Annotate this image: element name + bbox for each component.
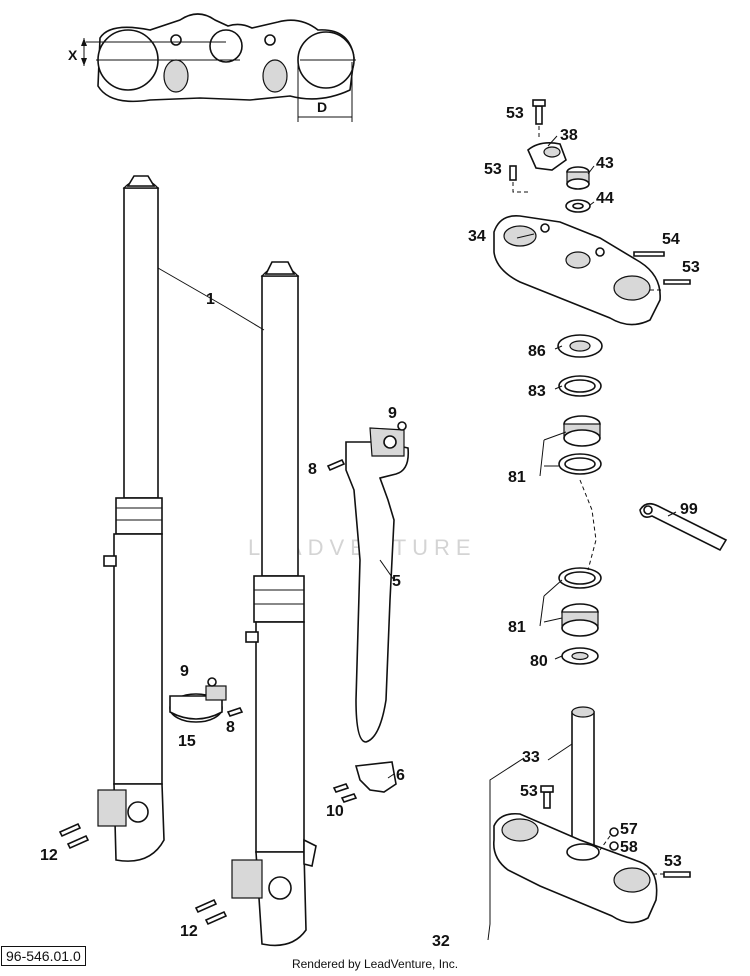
part-labels: 1 5 6 8 8 9 9 10 12 12 15 32 33 34 38 43… [40, 105, 700, 950]
fork-guard [345, 427, 410, 743]
label-34: 34 [468, 228, 486, 245]
spanner-tool-99 [639, 502, 728, 552]
label-1: 1 [206, 291, 215, 308]
label-8-upper: 8 [308, 461, 317, 478]
upper-triple-clamp [493, 215, 661, 326]
label-86: 86 [528, 343, 546, 360]
label-6: 6 [396, 767, 405, 784]
dimension-x-label: X [68, 47, 78, 63]
label-10: 10 [326, 803, 344, 820]
clamp-ring-15 [169, 685, 227, 723]
dimension-d-label: D [317, 99, 327, 115]
fork-leg-left [97, 175, 165, 862]
footer-credit: Rendered by LeadVenture, Inc. [291, 957, 459, 971]
leader-lines [157, 135, 677, 941]
label-54: 54 [662, 231, 680, 248]
label-43: 43 [596, 155, 614, 172]
triple-clamp-dimension-detail: X D [68, 13, 356, 122]
upper-bolts [509, 99, 691, 291]
label-53-top: 53 [506, 105, 524, 122]
label-12-right: 12 [180, 923, 198, 940]
label-12-left: 12 [40, 847, 58, 864]
label-53-lower: 53 [520, 783, 538, 800]
label-83: 83 [528, 383, 546, 400]
label-53-clamp: 53 [484, 161, 502, 178]
label-44: 44 [596, 190, 614, 207]
clamp-6 [354, 761, 397, 793]
fork-leg-right [231, 261, 317, 947]
diagram-id-label: 96-546.01.0 [1, 946, 86, 966]
label-81-lower: 81 [508, 619, 526, 636]
label-58: 58 [620, 839, 638, 856]
label-81-upper: 81 [508, 469, 526, 486]
label-38: 38 [560, 127, 578, 144]
label-9-upper: 9 [388, 405, 397, 422]
label-53-lower-right: 53 [664, 853, 682, 870]
washer-44 [565, 199, 591, 213]
label-80: 80 [530, 653, 548, 670]
label-33: 33 [522, 749, 540, 766]
label-53-upper-right: 53 [682, 259, 700, 276]
top-nut-43 [566, 166, 590, 190]
steering-bearing-stack [557, 334, 603, 665]
label-57: 57 [620, 821, 638, 838]
label-99: 99 [680, 501, 698, 518]
label-15: 15 [178, 733, 196, 750]
handlebar-clamp-38 [527, 142, 567, 171]
label-9-lower: 9 [180, 663, 189, 680]
label-32: 32 [432, 933, 450, 950]
lower-triple-clamp-and-stem [492, 706, 691, 924]
bolts-left [58, 421, 407, 926]
label-8-lower: 8 [226, 719, 235, 736]
label-5: 5 [392, 573, 401, 590]
